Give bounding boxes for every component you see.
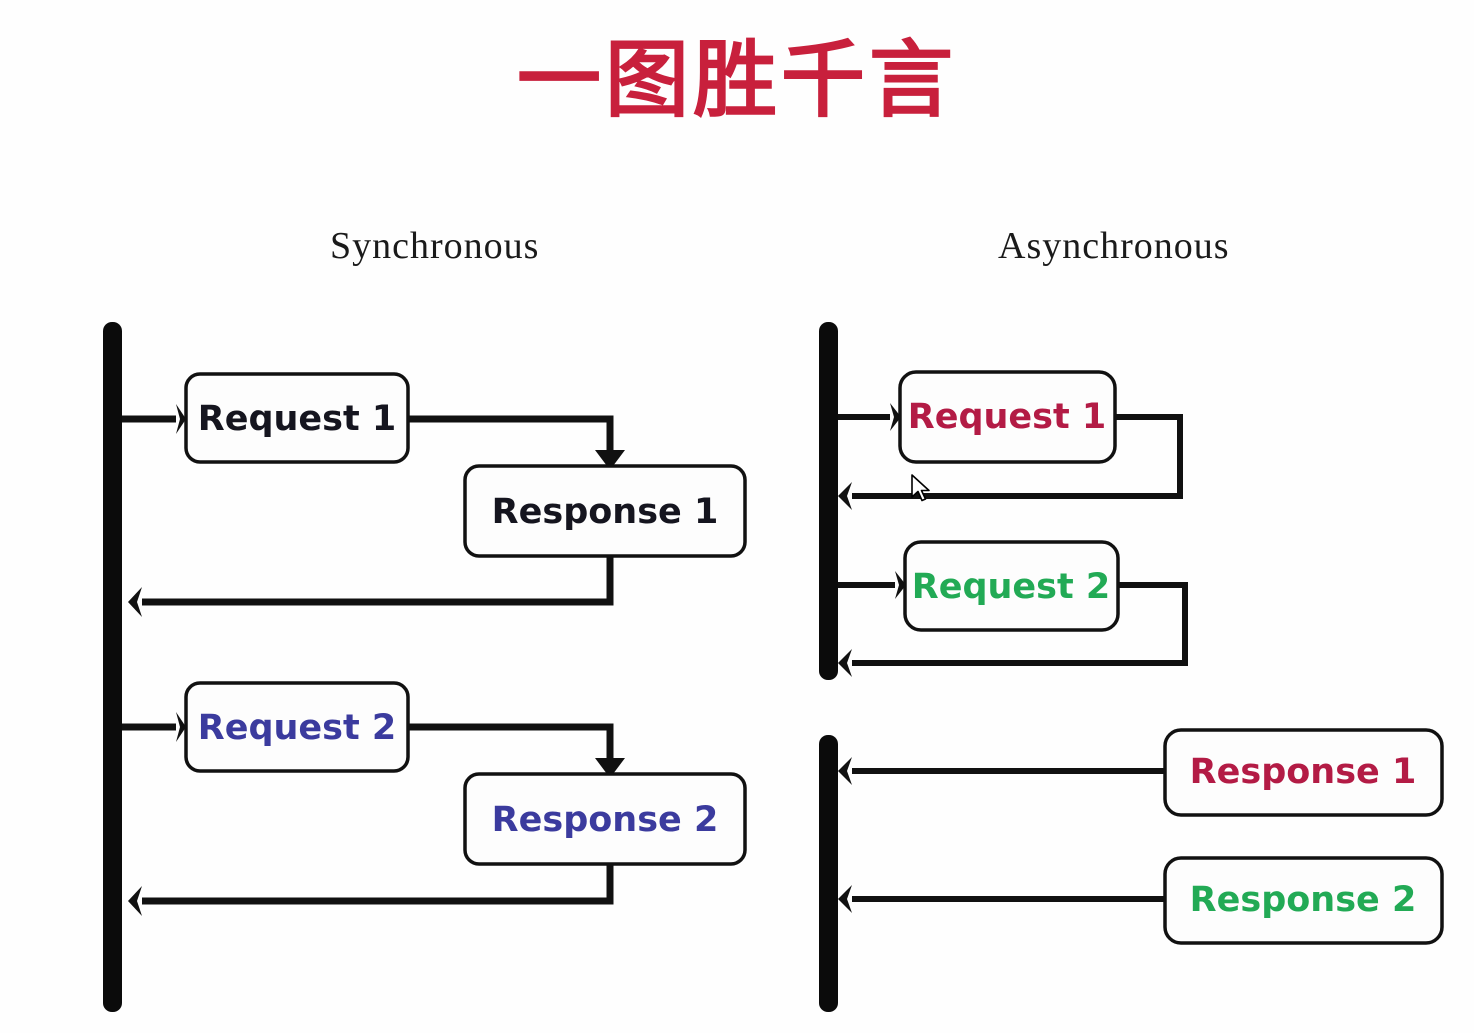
lifeline-synchronous	[103, 322, 122, 1012]
message-box-async-response-1: Response 1	[1163, 728, 1444, 817]
message-box-sync-response-1: Response 1	[463, 464, 747, 558]
arrow-sync-call-1	[122, 404, 186, 434]
column-header-asynchronous: Asynchronous	[998, 225, 1230, 267]
page-title: 一图胜千言	[516, 31, 957, 129]
arrow-async-call-1	[838, 403, 901, 431]
message-label-sync-response-1: Response 1	[492, 492, 719, 532]
lifeline-asynchronous-bottom	[819, 735, 838, 1012]
synchronous-column: Request 1 Response 1	[103, 322, 747, 1012]
message-label-async-request-1: Request 1	[908, 397, 1107, 437]
arrow-async-callback-2	[838, 885, 1165, 913]
asynchronous-column: Request 1 Request 2	[819, 322, 1444, 1012]
arrow-sync-call-2	[122, 712, 186, 742]
arrow-async-return-2	[838, 582, 1188, 677]
arrow-sync-return-1	[128, 556, 614, 617]
message-box-async-request-2: Request 2	[903, 540, 1120, 632]
column-header-synchronous: Synchronous	[330, 225, 540, 267]
message-box-async-response-2: Response 2	[1163, 856, 1444, 945]
message-box-sync-request-1: Request 1	[184, 372, 410, 464]
message-label-async-response-1: Response 1	[1190, 752, 1417, 792]
arrow-sync-wait-1	[408, 415, 625, 470]
arrow-async-call-2	[838, 571, 906, 599]
message-label-async-response-2: Response 2	[1190, 880, 1417, 920]
arrow-sync-wait-2	[408, 723, 625, 778]
lifeline-asynchronous-top	[819, 322, 838, 680]
message-label-sync-response-2: Response 2	[492, 800, 719, 840]
arrow-sync-return-2	[128, 864, 614, 916]
message-box-sync-response-2: Response 2	[463, 772, 747, 866]
message-label-async-request-2: Request 2	[912, 567, 1111, 607]
message-label-sync-request-1: Request 1	[198, 399, 397, 439]
message-label-sync-request-2: Request 2	[198, 708, 397, 748]
message-box-async-request-1: Request 1	[898, 370, 1117, 464]
message-box-sync-request-2: Request 2	[184, 681, 410, 773]
arrow-async-callback-1	[838, 757, 1165, 785]
arrow-async-return-1	[838, 414, 1183, 510]
